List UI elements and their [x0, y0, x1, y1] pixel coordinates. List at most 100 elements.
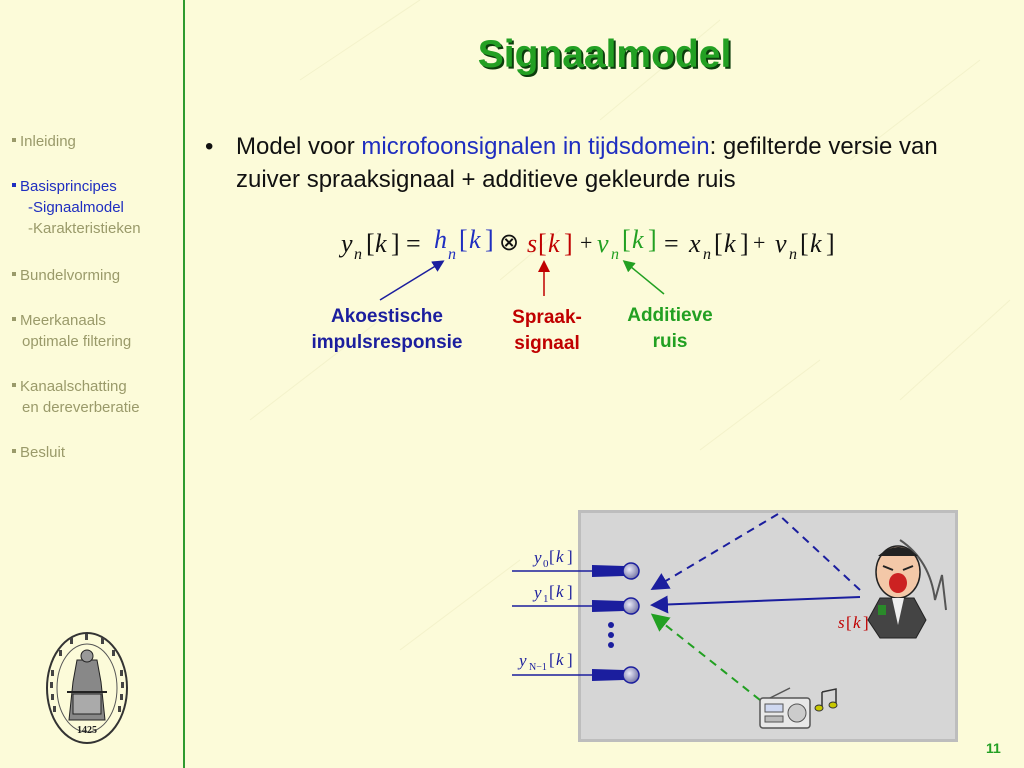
direct-path-arrow [650, 595, 861, 614]
sidebar-subitem-karakteristieken[interactable]: -Karakteristieken [28, 220, 141, 237]
page-number: 11 [986, 740, 1001, 756]
sidebar-item-besluit[interactable]: Besluit [12, 442, 65, 463]
svg-text:]: ] [485, 225, 494, 254]
seal-year: 1425 [77, 725, 97, 736]
svg-text:[: [ [459, 225, 468, 254]
svg-text:0: 0 [543, 558, 549, 570]
svg-text:k: k [853, 613, 861, 632]
svg-text:+: + [753, 230, 765, 255]
svg-text:k: k [375, 229, 387, 258]
bullet-square-icon [12, 138, 16, 143]
microphone-icon [592, 597, 640, 615]
svg-text:[: [ [549, 582, 555, 601]
svg-text:[: [ [800, 229, 809, 258]
svg-text:x: x [688, 229, 701, 258]
svg-text:n: n [789, 246, 797, 263]
svg-text:n: n [703, 246, 711, 263]
svg-text:]: ] [567, 650, 573, 669]
bullet-dot: • [205, 133, 214, 160]
university-seal-logo: 1425 [46, 632, 128, 744]
sidebar-nav: Inleiding Basisprincipes -Signaalmodel -… [0, 0, 183, 768]
reflection-path-arrow [650, 513, 779, 591]
highlight-text: microfoonsignalen in tijdsdomein [361, 133, 710, 160]
svg-text:k: k [556, 547, 564, 566]
label-speech-signal: Spraak-signaal [512, 307, 582, 354]
page-title: Signaalmodel [477, 33, 732, 76]
noise-path-arrow [650, 613, 761, 701]
bullet-square-icon [12, 272, 16, 277]
eq-convolution: ⊗ [499, 230, 519, 256]
svg-text:N−1: N−1 [529, 662, 547, 673]
ellipsis-dots [608, 622, 614, 648]
svg-text:[: [ [549, 650, 555, 669]
sidebar-item-inleiding[interactable]: Inleiding [12, 131, 76, 152]
svg-text:[: [ [714, 229, 723, 258]
svg-text:y: y [532, 548, 542, 567]
bullet-square-icon [12, 383, 16, 388]
bullet-square-icon [12, 317, 16, 322]
svg-text:]: ] [391, 229, 400, 258]
svg-text:[: [ [846, 613, 852, 632]
svg-text:[: [ [549, 547, 555, 566]
svg-text:]: ] [648, 225, 657, 254]
eq-h-term: h n [ k ] [434, 225, 494, 263]
svg-text:v: v [597, 229, 609, 258]
bullet-square-icon [12, 449, 16, 454]
svg-text:n: n [354, 246, 362, 263]
svg-text:k: k [724, 229, 736, 258]
sidebar-item-bundelvorming[interactable]: Bundelvorming [12, 265, 120, 286]
svg-text:k: k [556, 582, 564, 601]
svg-text:[: [ [622, 225, 631, 254]
microphone-icon [592, 666, 640, 684]
svg-text:y: y [517, 651, 527, 670]
microphone-icon [592, 562, 640, 580]
svg-text:]: ] [826, 229, 835, 258]
bullet-paragraph: • Model voor microfoonsignalen in tijdsd… [205, 130, 995, 196]
svg-text:[: [ [538, 229, 547, 258]
mic-label-n-1: y N−1 [ k ] [517, 650, 573, 673]
svg-text:v: v [775, 229, 787, 258]
svg-text:]: ] [567, 582, 573, 601]
eq-v-term: v n [ k ] [597, 225, 657, 263]
svg-text:]: ] [564, 229, 573, 258]
bullet-square-icon [12, 183, 16, 188]
sidebar-divider [183, 0, 185, 768]
sidebar-item-meerkanaals[interactable]: Meerkanaals optimale filtering [12, 310, 131, 352]
mic-label-0: y 0 [ k ] [532, 547, 573, 570]
svg-text:=: = [406, 229, 421, 258]
mic-label-1: y 1 [ k ] [532, 582, 573, 605]
sidebar-item-basisprincipes[interactable]: Basisprincipes -Signaalmodel -Karakteris… [12, 176, 141, 239]
svg-text:1: 1 [543, 593, 549, 605]
arrow-noise [622, 260, 665, 295]
svg-text:[: [ [366, 229, 375, 258]
svg-text:]: ] [863, 613, 869, 632]
music-note-icon [814, 688, 838, 712]
svg-text:n: n [448, 246, 456, 263]
svg-text:]: ] [567, 547, 573, 566]
svg-text:k: k [548, 229, 560, 258]
svg-text:s: s [527, 229, 537, 258]
svg-text:]: ] [740, 229, 749, 258]
svg-text:k: k [469, 225, 481, 254]
arrow-impulse [379, 260, 445, 301]
svg-text:s: s [838, 613, 845, 632]
speaker-person-icon [867, 539, 947, 639]
svg-text:k: k [810, 229, 822, 258]
radio-icon [759, 687, 811, 729]
sidebar-item-kanaalschatting[interactable]: Kanaalschatting en dereverberatie [12, 376, 140, 418]
svg-text:k: k [632, 225, 644, 254]
svg-text:h: h [434, 225, 447, 254]
svg-text:k: k [556, 650, 564, 669]
svg-text:+: + [580, 230, 592, 255]
svg-text:=: = [664, 229, 679, 258]
source-label: s [ k ] [838, 613, 869, 632]
sidebar-subitem-signaalmodel[interactable]: -Signaalmodel [28, 199, 124, 216]
svg-text:n: n [611, 246, 619, 263]
eq-s-term: s [ k ] [527, 229, 573, 258]
eq-y: y [338, 229, 353, 258]
svg-text:y: y [532, 583, 542, 602]
